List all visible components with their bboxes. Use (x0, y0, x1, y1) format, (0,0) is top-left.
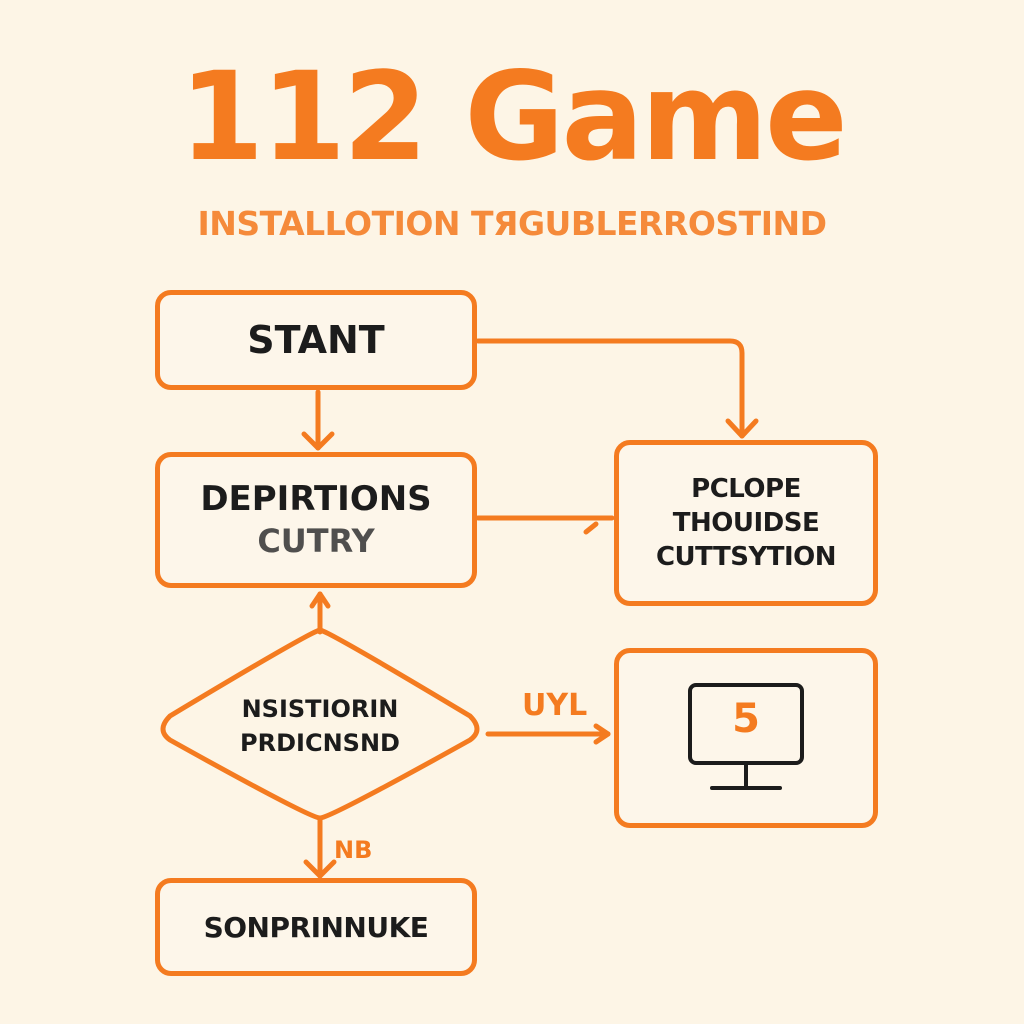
node-decision-line1: NSISTIORIN (241, 695, 399, 723)
node-sonp[interactable]: SONPRINNUKE (155, 878, 477, 976)
edge-label-nb: NB (334, 836, 373, 864)
node-sonp-label: SONPRINNUKE (203, 910, 429, 944)
node-depirtions-line2: CUTRY (257, 522, 375, 560)
edge-start-to-pclope (475, 338, 745, 439)
node-pclope-line2: THOUIDSE (672, 508, 820, 538)
node-monitor[interactable]: 5 (614, 648, 878, 828)
node-pclope-line1: PCLOPE (691, 474, 801, 504)
monitor-icon: 5 (687, 682, 805, 794)
edge-label-uyl: UYL (522, 688, 588, 723)
page-title: 112 Game (179, 46, 847, 188)
page-subtitle: INSTALLOTION TЯGUBLERROSTIND (197, 204, 827, 243)
node-depirtions-line1: DEPIRTIONS (200, 479, 432, 519)
node-pclope[interactable]: PCLOPE THOUIDSE CUTTSYTION (614, 440, 878, 606)
monitor-digit: 5 (732, 696, 760, 742)
node-decision[interactable]: NSISTIORIN PRDICNSND (190, 692, 450, 760)
node-decision-line2: PRDICNSND (240, 729, 400, 757)
node-depirtions[interactable]: DEPIRTIONS CUTRY (155, 452, 477, 588)
node-start-label: STANT (247, 318, 385, 362)
node-pclope-line3: CUTTSYTION (655, 542, 837, 572)
node-start[interactable]: STANT (155, 290, 477, 390)
